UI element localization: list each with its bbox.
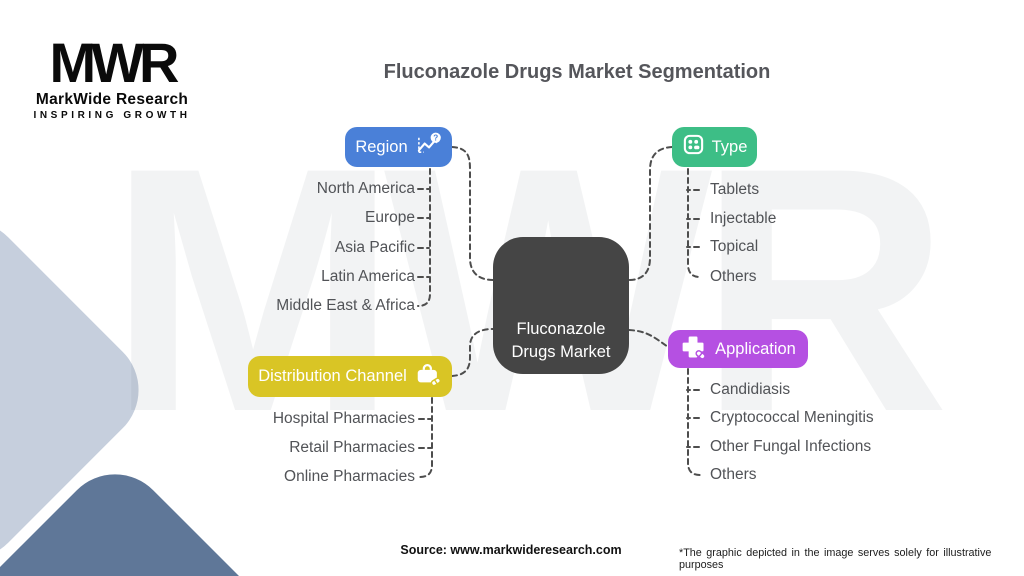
- disclaimer-text: *The graphic depicted in the image serve…: [679, 547, 992, 571]
- svg-text:?: ?: [433, 134, 438, 143]
- medical-cross-pill-icon: [680, 334, 708, 365]
- central-market-label: Fluconazole Drugs Market: [511, 320, 611, 361]
- distribution-item: Online Pharmacies: [284, 468, 415, 485]
- connector-region-to-center: [451, 146, 494, 281]
- region-item: North America: [316, 180, 415, 197]
- region-item: Europe: [365, 209, 415, 226]
- distribution-channel-node: Distribution Channel: [248, 356, 452, 397]
- application-node-label: Application: [715, 339, 796, 358]
- distribution-item-spine: [419, 397, 433, 478]
- distribution-item: Retail Pharmacies: [289, 439, 415, 456]
- distribution-channel-node-label: Distribution Channel: [258, 367, 407, 385]
- connector-type-to-center: [628, 146, 673, 281]
- region-node: Region ?: [345, 127, 452, 167]
- pharmacy-bag-pill-icon: [414, 362, 442, 392]
- logo-mark-text: MWR: [49, 31, 180, 94]
- type-item: Injectable: [710, 210, 777, 227]
- region-item: Asia Pacific: [334, 239, 415, 256]
- source-text: Source: www.markwideresearch.com: [400, 543, 622, 557]
- type-item: Topical: [710, 238, 759, 255]
- application-node: Application: [668, 330, 808, 368]
- type-item: Others: [710, 268, 757, 285]
- page-title: Fluconazole Drugs Market Segmentation: [383, 61, 771, 83]
- application-item: Candidiasis: [710, 381, 791, 398]
- distribution-item: Hospital Pharmacies: [272, 410, 415, 427]
- connector-distribution-to-center: [451, 328, 494, 377]
- markwide-logo: MWR MarkWide Research INSPIRING GROWTH: [28, 31, 196, 122]
- region-item: Middle East & Africa: [276, 297, 415, 314]
- connector-center-to-application: [628, 329, 669, 348]
- tablet-blister-icon: [682, 133, 705, 161]
- application-item: Others: [710, 466, 757, 483]
- application-item: Cryptococcal Meningitis: [710, 409, 874, 426]
- type-item: Tablets: [710, 181, 760, 198]
- application-item: Other Fungal Infections: [710, 438, 872, 455]
- region-item: Latin America: [321, 268, 415, 285]
- logo-tagline: INSPIRING GROWTH: [33, 110, 191, 122]
- application-item-spine: [687, 368, 701, 476]
- type-node-label: Type: [711, 137, 748, 156]
- central-market-node: Fluconazole Drugs Market: [493, 237, 629, 374]
- logo-company-name: MarkWide Research: [35, 91, 189, 109]
- chart-question-icon: ?: [415, 132, 442, 162]
- type-node: Type: [672, 127, 757, 167]
- type-item-spine: [687, 168, 701, 278]
- region-node-label: Region: [355, 137, 408, 156]
